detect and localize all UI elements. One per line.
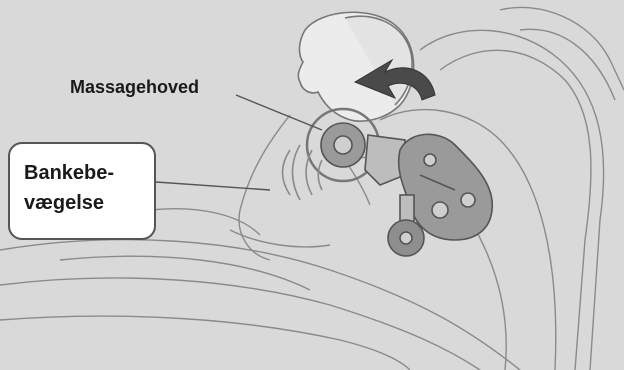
tapping-callout: Bankebe- vægelse (8, 142, 156, 240)
tapping-leader (156, 182, 270, 190)
massage-head-leader (236, 95, 322, 130)
massage-roller (321, 123, 365, 167)
tapping-label-line1: Bankebe- (24, 162, 114, 185)
massage-roller-mechanism (365, 134, 492, 256)
person-head-illustration (298, 12, 413, 121)
tapping-label-line2: vægelse (24, 192, 104, 215)
massage-head-label: Massagehoved (70, 77, 199, 98)
tapping-motion-lines (283, 145, 323, 200)
